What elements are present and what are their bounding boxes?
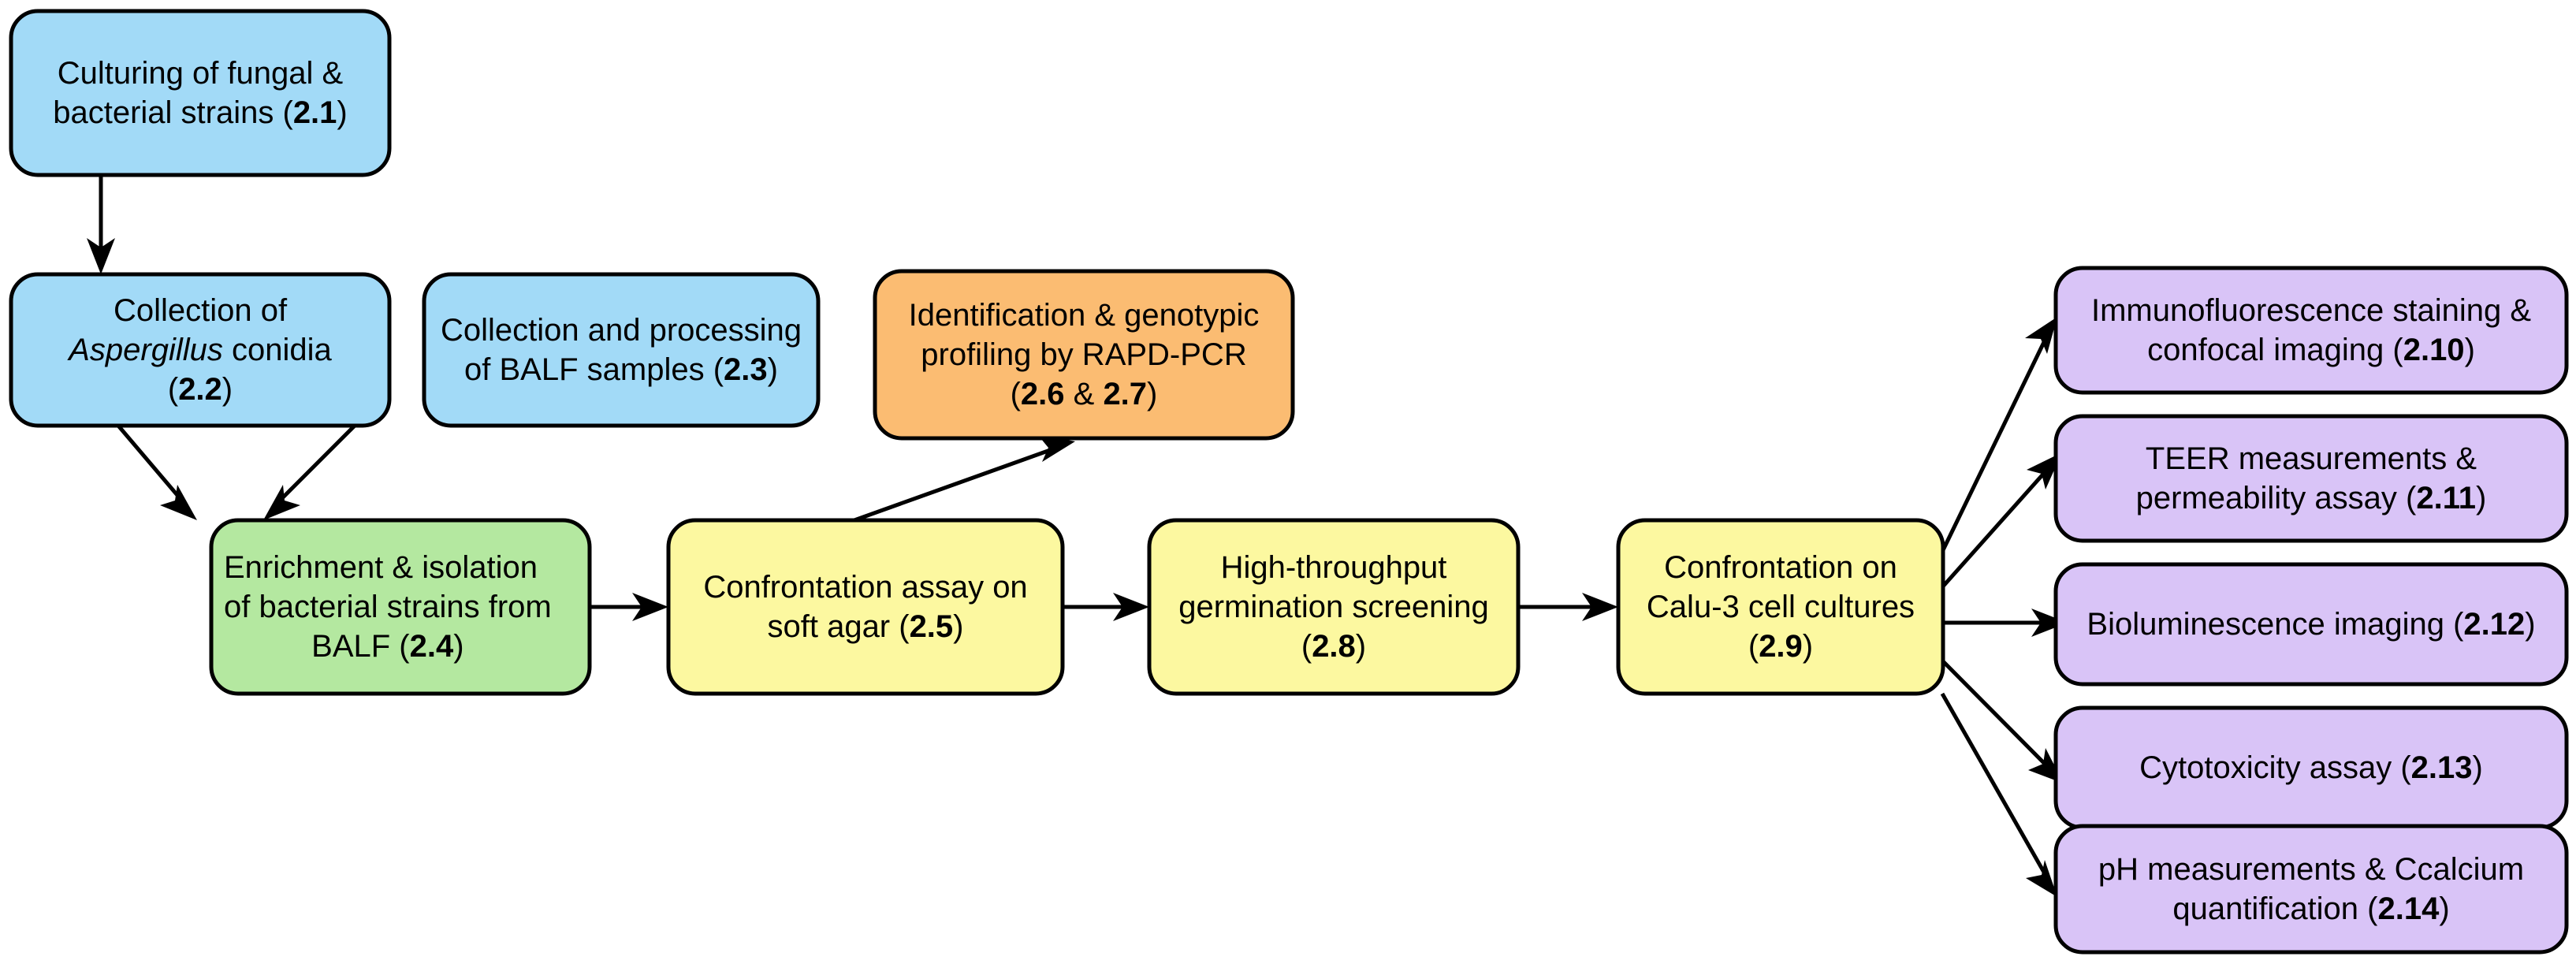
node-n23-box[interactable] (422, 272, 821, 428)
edge-n29-n210 (1940, 317, 2057, 553)
edge-n21-n22 (87, 175, 115, 274)
node-n22[interactable] (11, 274, 389, 426)
node-n29-box[interactable] (1616, 518, 1945, 696)
node-n214[interactable] (2056, 826, 2567, 952)
node-n24[interactable] (211, 520, 590, 694)
node-n21[interactable] (11, 11, 389, 175)
node-n2627[interactable] (875, 271, 1293, 438)
edge-n22-n24 (117, 424, 197, 520)
node-n214-box[interactable] (2053, 824, 2569, 955)
node-n21-box[interactable] (9, 9, 392, 177)
node-n25-box[interactable] (666, 518, 1065, 696)
node-n23[interactable] (424, 274, 818, 426)
edge-n23-n24 (263, 424, 356, 520)
node-n210[interactable] (2056, 268, 2567, 393)
node-n28-box[interactable] (1147, 518, 1521, 696)
nodes-layer (9, 9, 2569, 955)
node-n2627-box[interactable] (873, 269, 1295, 441)
node-n29[interactable] (1618, 520, 1943, 694)
node-n22-box[interactable] (9, 272, 392, 428)
edge-n28-n29 (1518, 593, 1618, 621)
node-n211-box[interactable] (2053, 414, 2569, 543)
node-n211[interactable] (2056, 416, 2567, 541)
node-n24-box[interactable] (209, 518, 592, 696)
node-n28[interactable] (1149, 520, 1518, 694)
edge-n29-n212 (1942, 609, 2068, 637)
edge-n25-n28 (1063, 593, 1149, 621)
node-n212-box[interactable] (2053, 562, 2569, 687)
node-n212[interactable] (2056, 564, 2567, 684)
node-n210-box[interactable] (2053, 266, 2569, 395)
node-n25[interactable] (668, 520, 1063, 694)
node-n213[interactable] (2056, 708, 2567, 828)
edge-n29-n214 (1940, 692, 2057, 897)
edge-n29-n211 (1941, 452, 2062, 589)
